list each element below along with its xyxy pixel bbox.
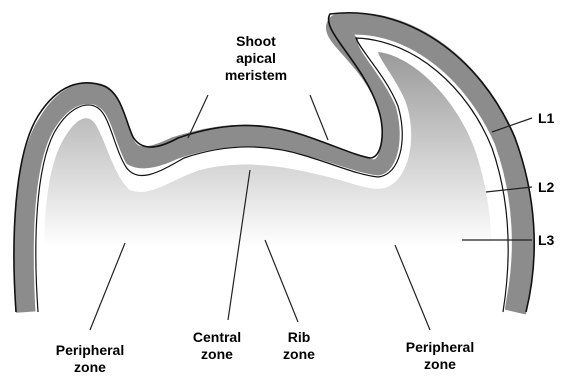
peripheral-left-label-line1: Peripheral [56,342,124,358]
l1-label: L1 [538,110,555,126]
sam-label-line2: apical [236,50,276,66]
l2-label: L2 [538,179,555,195]
rib-zone-label-line2: zone [283,346,315,362]
peripheral-right-label-line1: Peripheral [406,339,474,355]
peripheral-left-label-line2: zone [74,359,106,375]
sam-label-line1: Shoot [236,33,276,49]
peripheral-right-label-line2: zone [424,356,456,372]
l3-label: L3 [538,232,555,248]
central-zone-label-line1: Central [193,329,241,345]
rib-zone-label-line1: Rib [288,329,311,345]
sam-label-line3: meristem [225,67,287,83]
central-zone-label-line2: zone [201,346,233,362]
leader-sam-right [310,95,328,140]
